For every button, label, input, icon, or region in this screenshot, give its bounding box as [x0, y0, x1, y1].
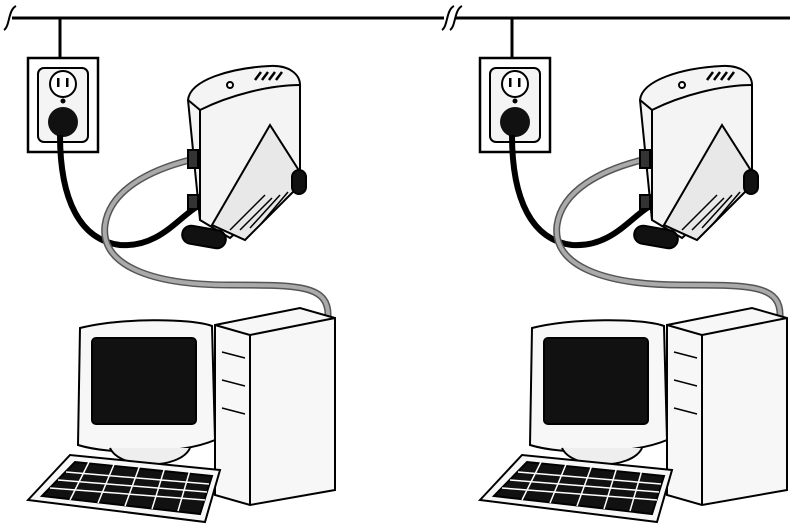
power-cord — [57, 134, 202, 249]
monitor-screen — [543, 337, 649, 425]
computer-tower — [666, 306, 788, 507]
powerline-adapter — [633, 64, 759, 250]
computer-monitor — [76, 319, 217, 466]
keyboard — [25, 453, 222, 524]
setup-right — [477, 18, 788, 524]
monitor-screen — [91, 337, 197, 425]
plug — [48, 107, 78, 137]
line-break-mark — [3, 5, 463, 31]
setup-left — [25, 18, 336, 524]
plug — [500, 107, 530, 137]
power-line — [3, 5, 790, 31]
computer-monitor — [528, 319, 669, 466]
power-cord — [509, 134, 654, 249]
keyboard — [477, 453, 674, 524]
computer-tower — [214, 306, 336, 507]
powerline-adapter — [181, 64, 307, 250]
